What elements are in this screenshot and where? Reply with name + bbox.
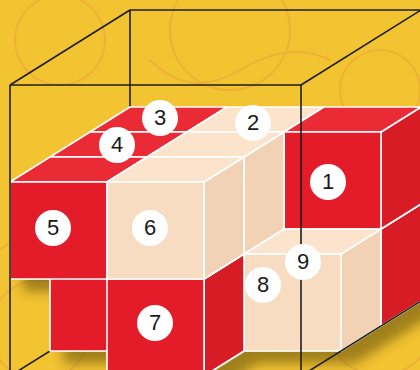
callout-number: 2 (247, 112, 259, 134)
callout-number: 9 (297, 251, 309, 273)
callout-circle: 1 (310, 164, 346, 200)
callout-number: 8 (257, 274, 269, 296)
cube-face (284, 107, 420, 132)
callout-number: 6 (144, 217, 156, 239)
wire-box-edge (301, 10, 420, 85)
wire-box-back (10, 10, 420, 370)
callout-circle: 8 (245, 267, 281, 303)
wire-box-edge (301, 301, 420, 370)
callout-circle: 2 (235, 105, 271, 141)
callout-number: 7 (149, 312, 161, 334)
pattern-curve (15, 0, 105, 85)
cube-stack (10, 107, 420, 370)
pattern-curve (150, 52, 330, 83)
callout-number: 3 (154, 107, 166, 129)
wire-box-edge (10, 10, 130, 85)
callout-circle: 9 (285, 244, 321, 280)
cube-face (10, 182, 107, 279)
cube-face (284, 132, 381, 229)
wire-box-edge (130, 9, 420, 11)
pattern-curve (170, 0, 290, 90)
callout-number: 5 (47, 217, 59, 239)
callout-circle: 4 (99, 127, 135, 163)
wire-box-edge (10, 84, 301, 86)
callout-circle: 3 (142, 100, 178, 136)
callout-circle: 6 (132, 210, 168, 246)
wire-box-edge (9, 85, 11, 370)
cube-face (107, 157, 244, 182)
cube-face (107, 182, 204, 279)
cube-face (107, 279, 204, 370)
wire-box-edge (300, 85, 302, 370)
callout-circle: 7 (137, 305, 173, 341)
callout-number: 1 (322, 171, 334, 193)
callout-number: 4 (111, 134, 123, 156)
callout-circle: 5 (35, 210, 71, 246)
wire-box-front (10, 10, 420, 370)
